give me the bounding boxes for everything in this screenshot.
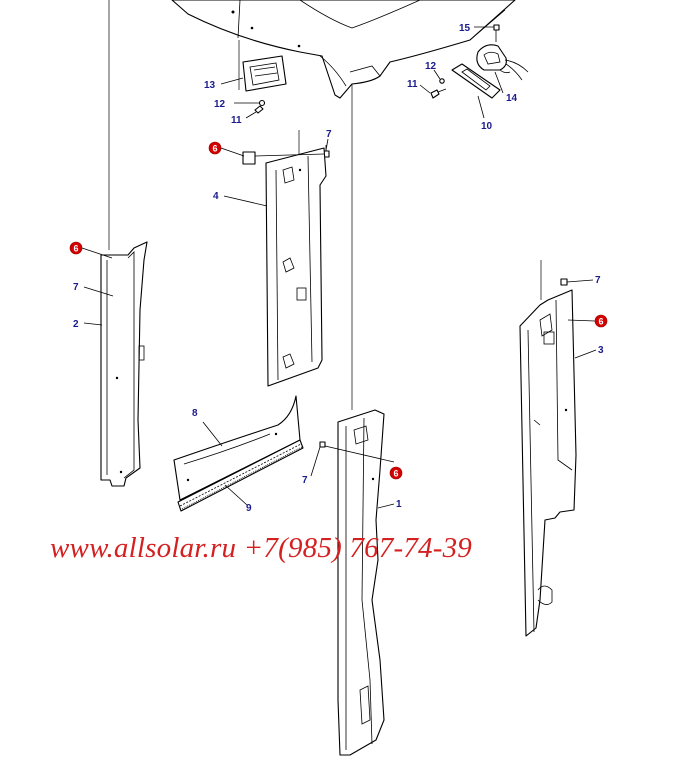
part-3-pillar-trim <box>519 289 577 637</box>
label-13: 13 <box>204 80 216 91</box>
part-7-screw-c <box>560 278 568 286</box>
badge-6-right: 6 <box>594 314 608 328</box>
label-11-left: 11 <box>231 115 242 126</box>
label-8: 8 <box>192 408 198 419</box>
part-10-frame <box>451 63 501 99</box>
label-3: 3 <box>598 345 604 356</box>
part-7-screw-d <box>319 441 326 448</box>
part-12-washer-b <box>439 78 445 84</box>
part-1-pillar-trim <box>337 409 385 756</box>
label-9: 9 <box>246 503 252 514</box>
label-14: 14 <box>506 93 518 104</box>
label-7-right: 7 <box>595 275 601 286</box>
label-7-center: 7 <box>302 475 308 486</box>
label-12-left: 12 <box>214 99 226 110</box>
leader-lines <box>81 26 597 509</box>
badge-6-top: 6 <box>208 141 222 155</box>
part-13-bracket <box>242 55 287 92</box>
part-2-pillar-trim <box>100 241 148 487</box>
roof-panel <box>171 0 516 99</box>
part-4-trim-panel <box>265 147 327 387</box>
badge-6-right-text: 6 <box>598 317 603 327</box>
label-12-right: 12 <box>425 61 437 72</box>
badge-6-left: 6 <box>69 241 83 255</box>
part-12-washer-a <box>258 99 266 107</box>
label-10: 10 <box>481 121 493 132</box>
label-7-top: 7 <box>326 129 332 140</box>
assembly-axes <box>108 0 542 410</box>
part-11-screw-a <box>254 105 264 114</box>
badge-6-center: 6 <box>389 466 403 480</box>
part-15-screw <box>493 24 500 42</box>
label-1: 1 <box>396 499 402 510</box>
label-2: 2 <box>73 319 79 330</box>
part-6-clip-a <box>242 151 256 165</box>
part-11-screw-b <box>430 88 447 99</box>
label-4: 4 <box>213 191 219 202</box>
badge-6-left-text: 6 <box>73 244 78 254</box>
label-7-left: 7 <box>73 282 79 293</box>
label-11-right: 11 <box>407 79 418 90</box>
watermark-text: www.allsolar.ru +7(985) 767-74-39 <box>50 532 472 564</box>
part-8-kick-panel <box>173 395 301 501</box>
label-15: 15 <box>459 23 471 34</box>
part-9-sill-strip <box>177 439 304 512</box>
part-number-labels: 15 13 12 11 12 11 14 10 7 4 7 2 7 3 8 9 … <box>73 23 604 514</box>
badge-6-center-text: 6 <box>393 469 398 479</box>
part-14-lamp <box>476 44 529 81</box>
badge-6-top-text: 6 <box>212 144 217 154</box>
